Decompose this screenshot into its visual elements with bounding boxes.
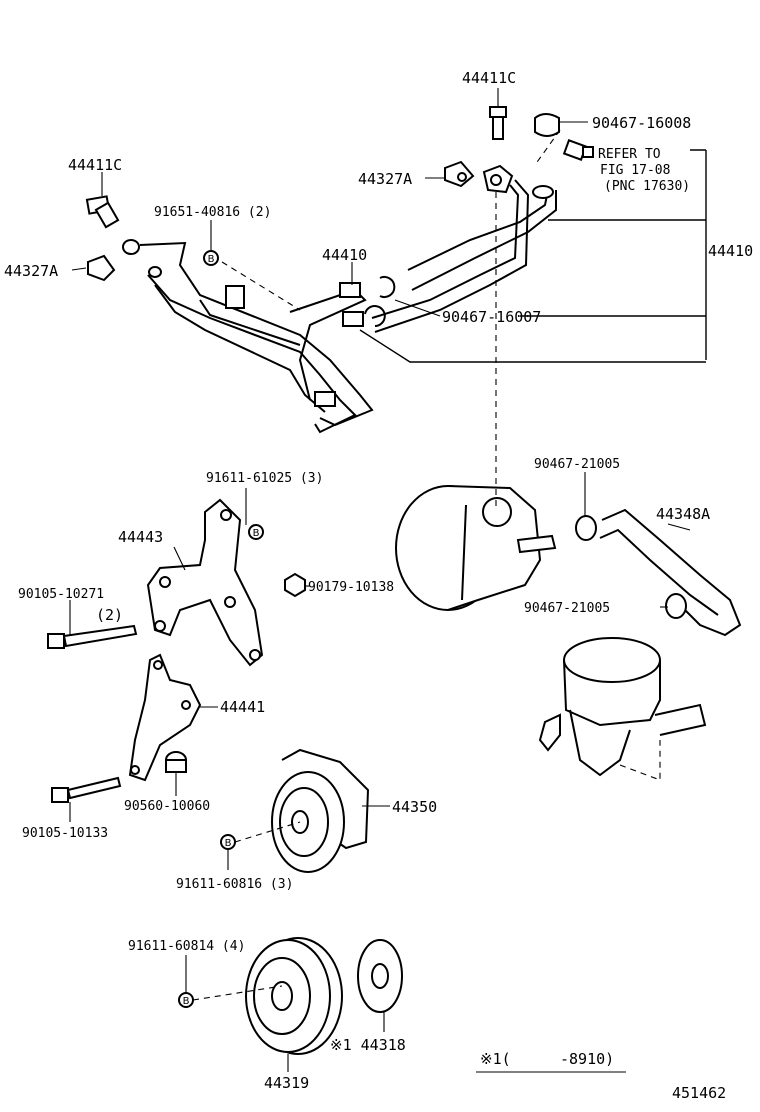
label-44319: 44319 xyxy=(264,1074,309,1092)
footnote-mark: ※1( xyxy=(480,1050,511,1068)
label-44318: ※1 44318 xyxy=(330,1036,406,1054)
label-44327a-left: 44327A xyxy=(4,262,58,280)
label-91611-60814: 91611-60814 (4) xyxy=(128,939,245,954)
label-90467-16008: 90467-16008 xyxy=(592,114,691,132)
label-90560-10060: 90560-10060 xyxy=(124,799,210,814)
collar-90560-10060 xyxy=(165,751,187,773)
label-90179-10138: 90179-10138 xyxy=(308,580,394,595)
label-90467-16007: 90467-16007 xyxy=(442,308,541,326)
part-labels: 44411C 90467-16008 REFER TO FIG 17-08 (P… xyxy=(4,69,753,1102)
label-90105-10133: 90105-10133 xyxy=(22,826,108,841)
banjo-fitting xyxy=(482,164,514,194)
label-90105-10271: 90105-10271 xyxy=(18,587,104,602)
label-44327a-top: 44327A xyxy=(358,170,412,188)
bolt-marker-text-1: B xyxy=(208,254,215,265)
label-44411c-top: 44411C xyxy=(462,69,516,87)
bolt-90105-10271 xyxy=(47,624,138,649)
label-44443: 44443 xyxy=(118,528,163,546)
figure-number: 451462 xyxy=(672,1084,726,1102)
gasket-left xyxy=(87,254,116,282)
gasket-top xyxy=(444,160,475,188)
label-44350: 44350 xyxy=(392,798,437,816)
union-bolt-left xyxy=(85,195,120,229)
pressure-switch xyxy=(562,139,594,161)
leader-lines xyxy=(69,88,691,1073)
bolt-marker-text-4: B xyxy=(183,996,190,1007)
label-44411c-left: 44411C xyxy=(68,156,122,174)
bolt-marker-2 xyxy=(248,524,264,540)
label-91651-40816: 91651-40816 (2) xyxy=(154,205,271,220)
label-44410-right: 44410 xyxy=(708,242,753,260)
label-90467-21005-top: 90467-21005 xyxy=(534,457,620,472)
label-44348a: 44348A xyxy=(656,505,710,523)
hose-clamp-top xyxy=(534,113,560,137)
bolt-marker-text-2: B xyxy=(253,528,260,539)
pump-bracket-44443 xyxy=(146,498,264,667)
bolt-90105-10133 xyxy=(51,776,122,803)
plate-44318 xyxy=(357,939,403,1013)
label-refer-to: REFER TO xyxy=(598,147,661,162)
pressure-hose-assembly xyxy=(122,149,707,434)
label-44410-mid: 44410 xyxy=(322,246,367,264)
label-refer-pnc: (PNC 17630) xyxy=(604,179,690,194)
label-90467-21005-bot: 90467-21005 xyxy=(524,601,610,616)
return-hose xyxy=(575,508,742,637)
label-qty-2: (2) xyxy=(96,606,123,624)
bracket-44441 xyxy=(128,653,202,782)
bolt-markers: B B B B xyxy=(178,250,264,1008)
label-91611-60816: 91611-60816 (3) xyxy=(176,877,293,892)
reservoir xyxy=(538,637,707,781)
power-steering-pump xyxy=(395,485,557,611)
crank-pulley-44319 xyxy=(245,937,343,1055)
footnote-range: -8910) xyxy=(560,1050,614,1068)
nut-90179-10138 xyxy=(284,572,306,598)
bolt-marker-1 xyxy=(203,250,219,266)
label-91611-61025: 91611-61025 (3) xyxy=(206,471,323,486)
union-bolt-top xyxy=(489,106,507,140)
label-refer-fig: FIG 17-08 xyxy=(600,163,670,178)
idler-pulley-44350 xyxy=(271,748,370,873)
label-44441: 44441 xyxy=(220,698,265,716)
bolt-marker-text-3: B xyxy=(225,838,232,849)
